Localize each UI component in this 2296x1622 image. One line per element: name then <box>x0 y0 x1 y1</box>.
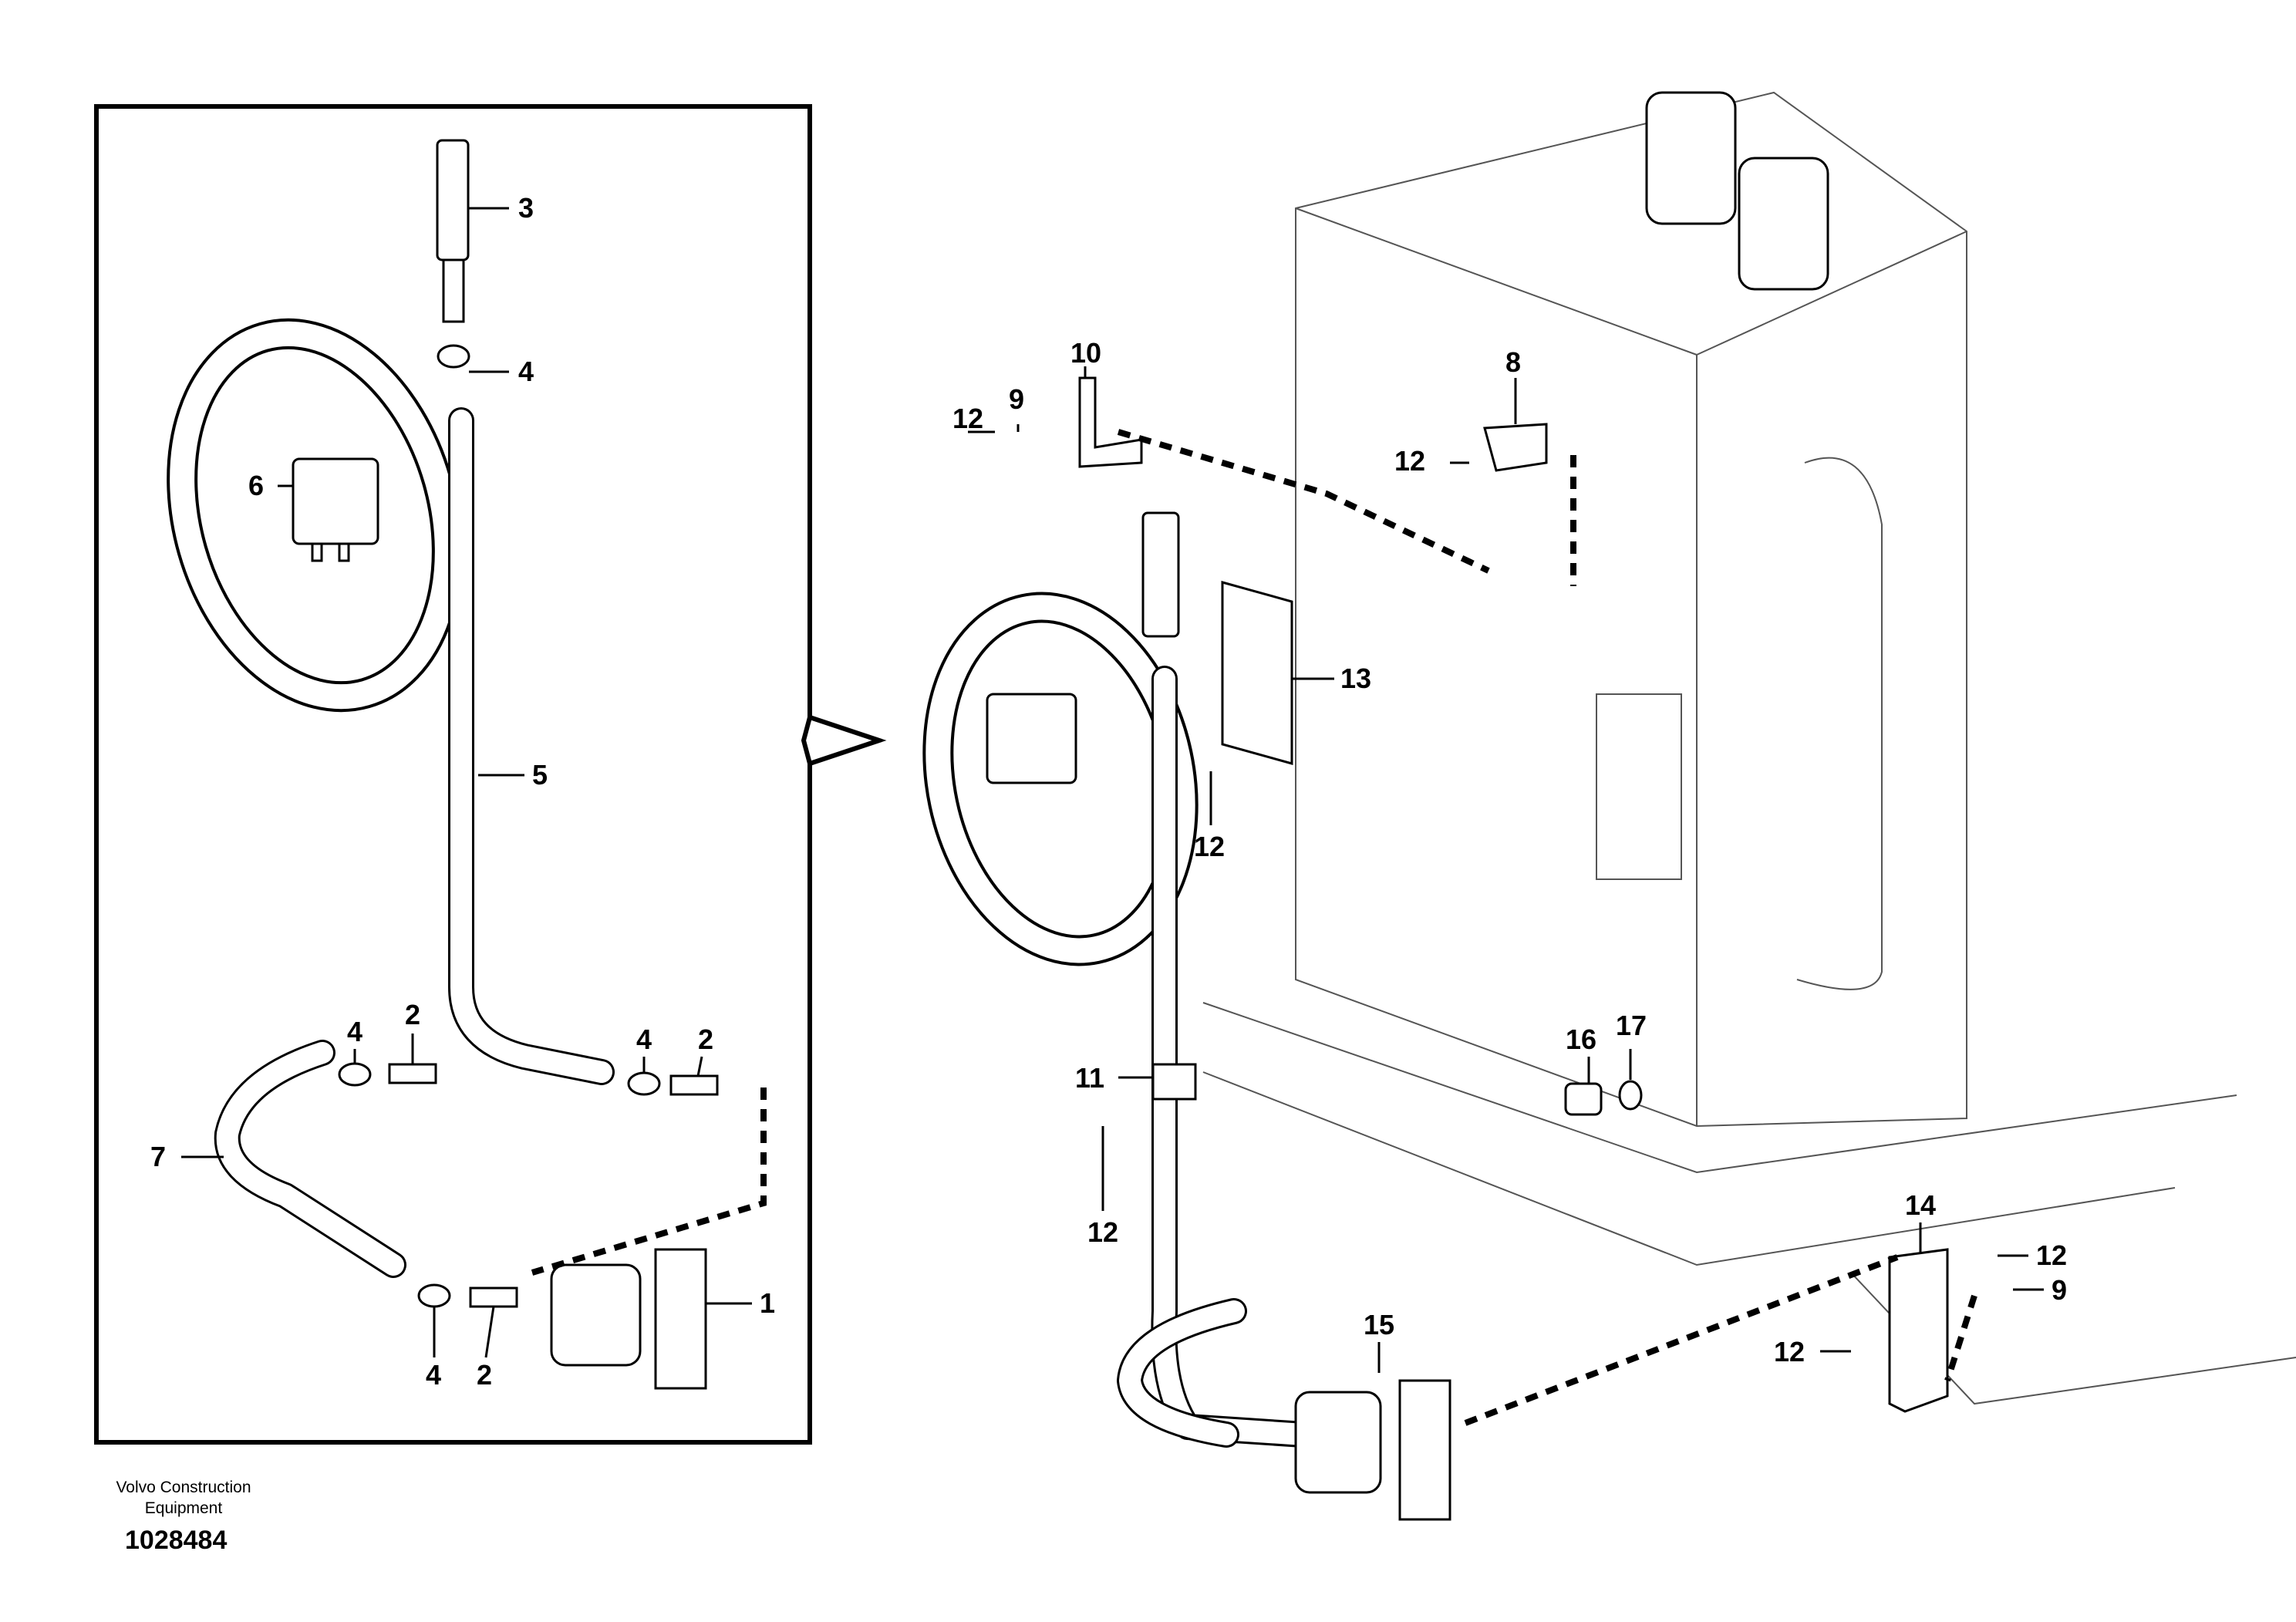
callout-12: 12 <box>1087 1216 1118 1248</box>
fitting-2-left <box>388 1063 437 1084</box>
callout-13: 13 <box>1340 663 1371 694</box>
callout-2: 2 <box>477 1359 492 1391</box>
clamp-4-right <box>627 1071 661 1096</box>
callout-4: 4 <box>636 1023 652 1055</box>
callout-9: 9 <box>1009 383 1024 415</box>
callout-1: 1 <box>760 1287 775 1319</box>
clamp-4-bottom <box>417 1283 451 1308</box>
callout-14: 14 <box>1905 1189 1936 1221</box>
callout-2: 2 <box>405 999 420 1030</box>
callout-3: 3 <box>518 192 534 224</box>
callout-7: 7 <box>150 1141 166 1172</box>
footer: Volvo Construction Equipment 1028484 <box>116 1479 251 1555</box>
dashed-line-upper <box>1117 429 1490 574</box>
callout-12: 12 <box>1194 831 1225 862</box>
callout-5: 5 <box>532 759 548 791</box>
bracket-mount <box>1596 693 1682 880</box>
dashed-line-lower <box>1464 1254 1899 1426</box>
callout-12: 12 <box>952 403 983 434</box>
dashed-line-14 <box>1944 1294 1977 1382</box>
callout-17: 17 <box>1616 1010 1647 1041</box>
sensor-main <box>1141 511 1180 638</box>
plug-16 <box>1564 1082 1603 1116</box>
cap-1 <box>1645 91 1737 225</box>
callout-12: 12 <box>2036 1239 2067 1271</box>
pump-main <box>1294 1391 1382 1494</box>
callout-4: 4 <box>518 356 534 387</box>
tank-body <box>1295 91 1967 1128</box>
sensor-unit-6 <box>292 457 379 545</box>
callout-4: 4 <box>347 1016 362 1047</box>
clamp-4-top <box>437 344 470 369</box>
sensor-unit-main <box>986 693 1077 784</box>
plate-13 <box>1221 581 1293 765</box>
company-name-line1: Volvo Construction <box>116 1479 251 1496</box>
callout-16: 16 <box>1566 1023 1596 1055</box>
hose-5 <box>448 407 615 1085</box>
clamp-11 <box>1151 1063 1197 1101</box>
fitting-2-right <box>669 1074 719 1096</box>
callout-4: 4 <box>426 1359 441 1391</box>
pump-1 <box>550 1263 642 1367</box>
detail-pointer <box>809 715 887 766</box>
callout-12: 12 <box>1774 1336 1805 1367</box>
dashed-line-detail <box>531 1088 767 1276</box>
bracket-8 <box>1483 423 1548 472</box>
callout-15: 15 <box>1364 1309 1394 1340</box>
bracket-10 <box>1078 376 1143 468</box>
callout-6: 6 <box>248 470 264 501</box>
cap-2 <box>1738 157 1829 291</box>
ring-17 <box>1618 1080 1643 1111</box>
callout-9: 9 <box>2052 1274 2067 1306</box>
callout-12: 12 <box>1394 445 1425 477</box>
callout-10: 10 <box>1070 337 1101 369</box>
bracket-14 <box>1888 1248 1949 1413</box>
sensor-3 <box>436 139 470 261</box>
callout-11: 11 <box>1075 1062 1104 1094</box>
company-name-line2: Equipment <box>145 1499 223 1517</box>
fitting-2-bottom <box>469 1286 518 1308</box>
main-assembly: 10 9 12 8 12 13 12 11 12 16 17 14 12 9 1… <box>922 91 2296 1521</box>
detail-inset: 3 4 6 5 7 4 2 4 2 4 2 1 <box>94 104 887 1445</box>
callout-8: 8 <box>1505 346 1521 378</box>
drawing-number: 1028484 <box>125 1526 227 1555</box>
clamp-4-left <box>338 1062 372 1087</box>
detail-frame <box>94 104 812 1445</box>
callout-2: 2 <box>698 1023 713 1055</box>
